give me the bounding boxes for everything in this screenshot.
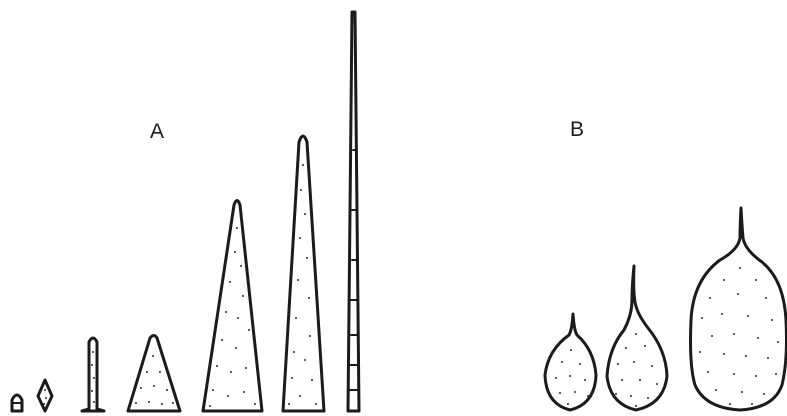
shape-a4-short-triangle — [128, 336, 180, 412]
shape-a2-diamond — [38, 380, 52, 411]
group-a-label: A — [150, 120, 164, 143]
shape-b3-large-teardrop — [691, 208, 787, 410]
shape-a5-tall-triangle — [203, 201, 262, 412]
group-b — [545, 208, 787, 410]
shape-a3-column — [82, 338, 104, 411]
shape-b2-medium-teardrop — [607, 266, 667, 410]
shape-a1-small-capsule — [12, 395, 22, 411]
shape-b1-small-teardrop — [545, 314, 596, 410]
shape-a6-tall-spike — [283, 136, 324, 411]
group-a — [12, 12, 359, 411]
group-b-label: B — [570, 118, 584, 141]
shape-a7-needle — [348, 12, 359, 411]
